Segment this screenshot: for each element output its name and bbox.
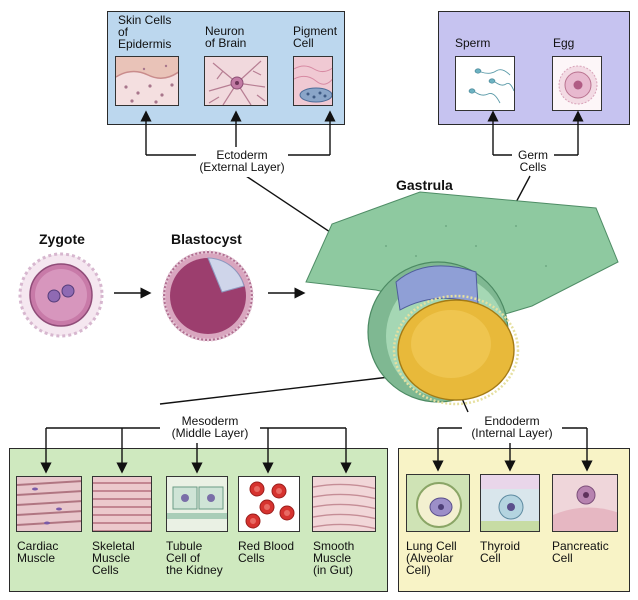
ectoderm-label: Ectoderm (External Layer) bbox=[199, 148, 285, 174]
cardiac-muscle-icon bbox=[16, 476, 82, 532]
blastocyst-illustration bbox=[162, 250, 254, 342]
red-blood-cells-icon bbox=[238, 476, 300, 532]
zygote-title: Zygote bbox=[39, 231, 85, 247]
cell-label: Pigment Cell bbox=[293, 24, 338, 50]
kidney-tubule-icon bbox=[166, 476, 228, 532]
skeletal-muscle-icon bbox=[92, 476, 152, 532]
egg-icon bbox=[552, 56, 602, 111]
cell-label: Lung Cell (Alveolar Cell) bbox=[406, 539, 457, 577]
mesoderm-label: Mesoderm (Middle Layer) bbox=[171, 414, 249, 440]
pigment-cell-icon bbox=[293, 56, 333, 106]
neuron-icon bbox=[204, 56, 268, 106]
smooth-muscle-icon bbox=[312, 476, 376, 532]
cell-label: Skeletal Muscle Cells bbox=[92, 539, 135, 577]
germ-cells-label: Germ Cells bbox=[518, 148, 548, 174]
zygote-illustration bbox=[18, 252, 104, 338]
cell-label: Pancreatic Cell bbox=[552, 539, 609, 565]
cell-label: Cardiac Muscle bbox=[17, 539, 59, 565]
cell-label: Smooth Muscle (in Gut) bbox=[313, 539, 355, 577]
cell-label: Neuron of Brain bbox=[205, 24, 247, 50]
thyroid-cell-icon bbox=[480, 474, 540, 532]
cell-label: Egg bbox=[553, 36, 575, 50]
blastocyst-title: Blastocyst bbox=[171, 231, 242, 247]
pancreatic-cell-icon bbox=[552, 474, 618, 532]
cell-label: Sperm bbox=[455, 36, 491, 50]
endoderm-label: Endoderm (Internal Layer) bbox=[471, 414, 553, 440]
cell-label: Tubule Cell of the Kidney bbox=[166, 539, 223, 577]
skin-cells-icon bbox=[115, 56, 179, 106]
sperm-icon bbox=[455, 56, 515, 111]
gastrula-title: Gastrula bbox=[396, 177, 453, 193]
cell-label: Skin Cells of Epidermis bbox=[118, 13, 172, 51]
lung-cell-icon bbox=[406, 474, 470, 532]
cell-label: Red Blood Cells bbox=[238, 539, 295, 565]
gastrula-illustration bbox=[305, 191, 619, 406]
cell-label: Thyroid Cell bbox=[480, 539, 521, 565]
